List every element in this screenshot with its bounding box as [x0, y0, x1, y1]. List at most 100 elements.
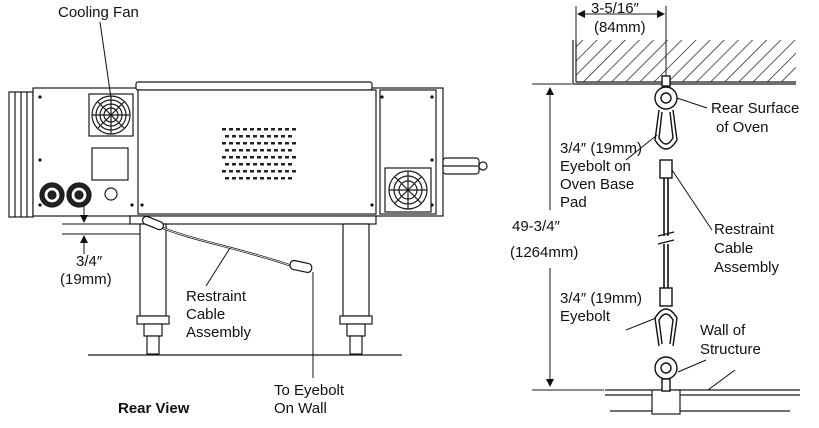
vent-slot [239, 135, 243, 138]
vent-slot [232, 163, 236, 166]
height-mm-label: (1264mm) [510, 244, 579, 261]
conveyor-extension [442, 157, 488, 175]
vent-slot [292, 142, 296, 145]
vent-slot [222, 142, 226, 145]
vent-slot [225, 135, 229, 138]
rear-cable-label-3: Assembly [186, 324, 252, 341]
vent-slot [239, 177, 243, 180]
vent-slot [281, 149, 285, 152]
side-cable-label-2: Cable [714, 240, 754, 257]
vent-slot [278, 142, 282, 145]
vent-slot [264, 156, 268, 159]
vent-slot [253, 149, 257, 152]
vent-slot [236, 170, 240, 173]
vent-slot [288, 163, 292, 166]
vent-slot [274, 135, 278, 138]
oven-eyebolt-label-4: Pad [560, 194, 587, 211]
base-frame [129, 215, 377, 225]
oven-rear-panel [137, 89, 377, 215]
vent-slot [257, 170, 261, 173]
vent-slot [253, 135, 257, 138]
vent-slot [292, 128, 296, 131]
restraint-cable-leader [205, 247, 231, 287]
right-leg [339, 223, 373, 355]
vent-slot [243, 156, 247, 159]
vent-slot [264, 128, 268, 131]
oven-eyebolt-label-1: 3/4″ (19mm) [560, 140, 642, 157]
vent-slot [267, 135, 271, 138]
vent-slot [250, 128, 254, 131]
vent-slot [236, 156, 240, 159]
wall-eyebolt-icon [654, 287, 678, 392]
vent-slot [288, 135, 292, 138]
vent-slot [278, 156, 282, 159]
vent-slot [257, 156, 261, 159]
vent-slot [246, 149, 250, 152]
vent-slot [288, 149, 292, 152]
to-eyebolt-label-1: To Eyebolt [274, 382, 345, 399]
oven-eyebolt-label-3: Oven Base [560, 176, 635, 193]
oven-rear-view [8, 81, 488, 356]
offset-inch-label: 3-5/16″ [591, 0, 639, 17]
cooling-fan-label: Cooling Fan [58, 4, 139, 21]
cooling-fan-lower-icon [384, 167, 432, 213]
restraint-cable-side [657, 178, 675, 288]
oven-eyebolt-label-2: Eyebolt on [560, 158, 631, 175]
cooling-fan-upper-icon [88, 93, 134, 137]
side-detail-view [532, 6, 800, 415]
vent-slot [243, 142, 247, 145]
vent-slot [246, 177, 250, 180]
vent-slot [285, 156, 289, 159]
rear-surface-label-1: Rear Surface [711, 100, 800, 117]
small-fan-right-icon [66, 182, 92, 208]
vent-slot [271, 128, 275, 131]
vent-slot [281, 177, 285, 180]
screws [38, 95, 434, 207]
vent-slot [292, 156, 296, 159]
vent-slot [271, 170, 275, 173]
vent-slot [239, 163, 243, 166]
vent-slot [264, 142, 268, 145]
vent-slot [267, 149, 271, 152]
vent-slot [225, 177, 229, 180]
vent-slot [260, 149, 264, 152]
vent-slot [229, 142, 233, 145]
clearance-inch-label: 3/4″ [76, 253, 103, 270]
vent-slot [229, 156, 233, 159]
vent-slot [274, 163, 278, 166]
vent-slot [239, 149, 243, 152]
vent-slot [278, 170, 282, 173]
vent-slot [225, 163, 229, 166]
clearance-mm-label: (19mm) [60, 271, 112, 288]
electrical-box [91, 147, 129, 201]
vent-slot [229, 128, 233, 131]
vent-slot [250, 170, 254, 173]
side-cable-label-3: Assembly [714, 259, 780, 276]
restraint-cable-rear [141, 215, 313, 274]
vent-slot [271, 156, 275, 159]
rear-view-caption: Rear View [118, 400, 190, 417]
vent-slot [274, 177, 278, 180]
vent-slot [253, 177, 257, 180]
vent-slot [292, 170, 296, 173]
vent-slot [243, 128, 247, 131]
vent-slot [260, 163, 264, 166]
wall-label-1: Wall of [700, 322, 746, 339]
rear-cable-label-1: Restraint [186, 288, 247, 305]
oven-top-cap [135, 81, 373, 91]
vent-slot [222, 128, 226, 131]
vent-slot [222, 170, 226, 173]
vent-slot [274, 149, 278, 152]
small-fan-left-icon [39, 182, 65, 208]
vent-slot [267, 177, 271, 180]
vent-slot [225, 149, 229, 152]
vent-slot [246, 163, 250, 166]
vent-grille [222, 128, 296, 180]
vent-slot [229, 170, 233, 173]
left-leg [136, 223, 170, 355]
vent-slot [232, 149, 236, 152]
vent-slot [222, 156, 226, 159]
side-leaders [625, 97, 736, 391]
vent-slot [285, 142, 289, 145]
